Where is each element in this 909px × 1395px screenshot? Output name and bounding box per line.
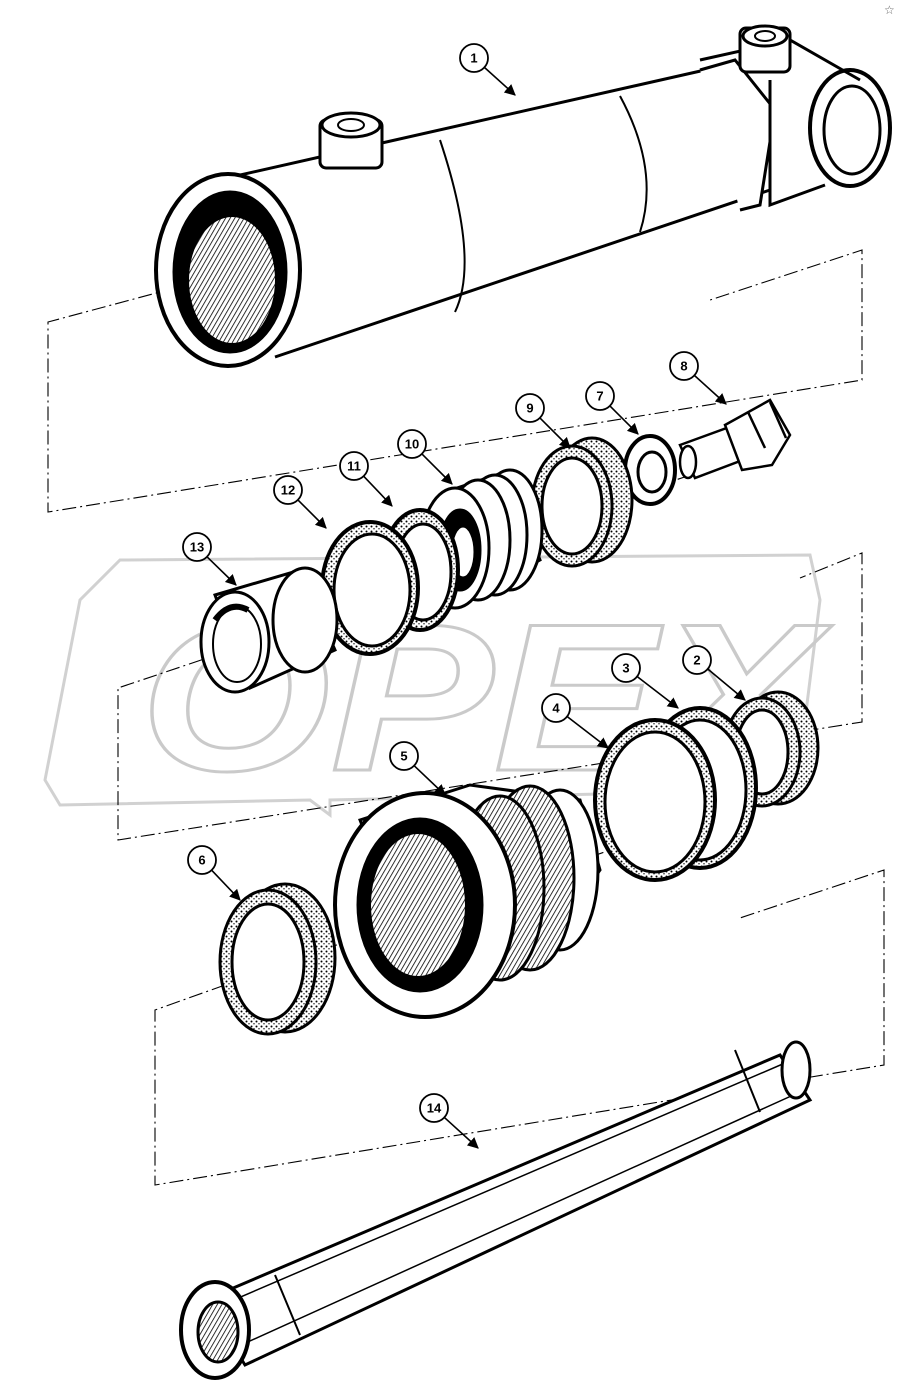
callout-leader-8 — [693, 374, 727, 405]
callout-circle-6 — [187, 845, 217, 875]
callout-leader-13 — [206, 556, 237, 586]
callout-1: 1 — [459, 43, 516, 96]
part-13-sleeve — [199, 566, 339, 694]
callout-leader-3 — [636, 675, 679, 709]
callout-circle-5 — [389, 741, 419, 771]
callout-2: 2 — [682, 645, 746, 701]
callout-label-10: 10 — [405, 437, 419, 452]
callout-circle-4 — [541, 693, 571, 723]
callout-3: 3 — [611, 653, 679, 709]
callout-13: 13 — [182, 532, 237, 586]
callout-6: 6 — [187, 845, 241, 901]
callout-14: 14 — [419, 1093, 479, 1149]
callout-10: 10 — [397, 429, 453, 485]
callout-4: 4 — [541, 693, 609, 749]
callout-label-13: 13 — [190, 540, 204, 555]
part-4-ring — [593, 718, 717, 882]
corner-mark: ☆ — [884, 3, 895, 17]
callout-circle-8 — [669, 351, 699, 381]
callout-leader-9 — [539, 417, 571, 449]
callout-leader-6 — [211, 869, 241, 901]
callout-label-5: 5 — [400, 749, 407, 764]
callout-7: 7 — [585, 381, 639, 435]
part-14-piston-rod — [179, 1040, 813, 1380]
callout-circle-1 — [459, 43, 489, 73]
callout-12: 12 — [273, 475, 327, 529]
callout-leader-10 — [421, 453, 453, 485]
callout-label-7: 7 — [596, 389, 603, 404]
callout-label-6: 6 — [198, 853, 205, 868]
callout-leader-5 — [413, 765, 446, 796]
callout-label-14: 14 — [427, 1101, 442, 1116]
part-1-cylinder-barrel — [154, 24, 892, 368]
callout-circle-3 — [611, 653, 641, 683]
callout-leader-11 — [363, 475, 393, 507]
callout-circle-11 — [339, 451, 369, 481]
callout-label-2: 2 — [693, 653, 700, 668]
part-12-ring — [320, 520, 420, 656]
callout-circle-2 — [682, 645, 712, 675]
part-6-wiper — [218, 882, 337, 1036]
callout-leader-2 — [707, 668, 746, 701]
callout-9: 9 — [515, 393, 571, 449]
callout-label-12: 12 — [281, 483, 295, 498]
callout-label-1: 1 — [470, 51, 477, 66]
callout-circle-12 — [273, 475, 303, 505]
callout-leader-7 — [609, 405, 639, 435]
callout-leader-14 — [443, 1116, 479, 1149]
callout-circle-10 — [397, 429, 427, 459]
callout-label-3: 3 — [622, 661, 629, 676]
callout-8: 8 — [669, 351, 727, 405]
callout-11: 11 — [339, 451, 393, 507]
callout-leader-1 — [483, 66, 516, 96]
callout-label-9: 9 — [526, 401, 533, 416]
callout-circle-14 — [419, 1093, 449, 1123]
callout-circle-9 — [515, 393, 545, 423]
callout-circle-13 — [182, 532, 212, 562]
callout-leader-4 — [566, 715, 609, 749]
callout-circle-7 — [585, 381, 615, 411]
callout-leader-12 — [297, 499, 327, 529]
callout-label-11: 11 — [347, 459, 361, 474]
part-7-washer — [623, 434, 677, 506]
part-5-gland — [333, 783, 602, 1019]
callout-label-8: 8 — [680, 359, 687, 374]
part-8-bolt — [678, 398, 792, 480]
callout-5: 5 — [389, 741, 446, 796]
callout-label-4: 4 — [552, 701, 560, 716]
part-9-bushing — [530, 436, 634, 568]
